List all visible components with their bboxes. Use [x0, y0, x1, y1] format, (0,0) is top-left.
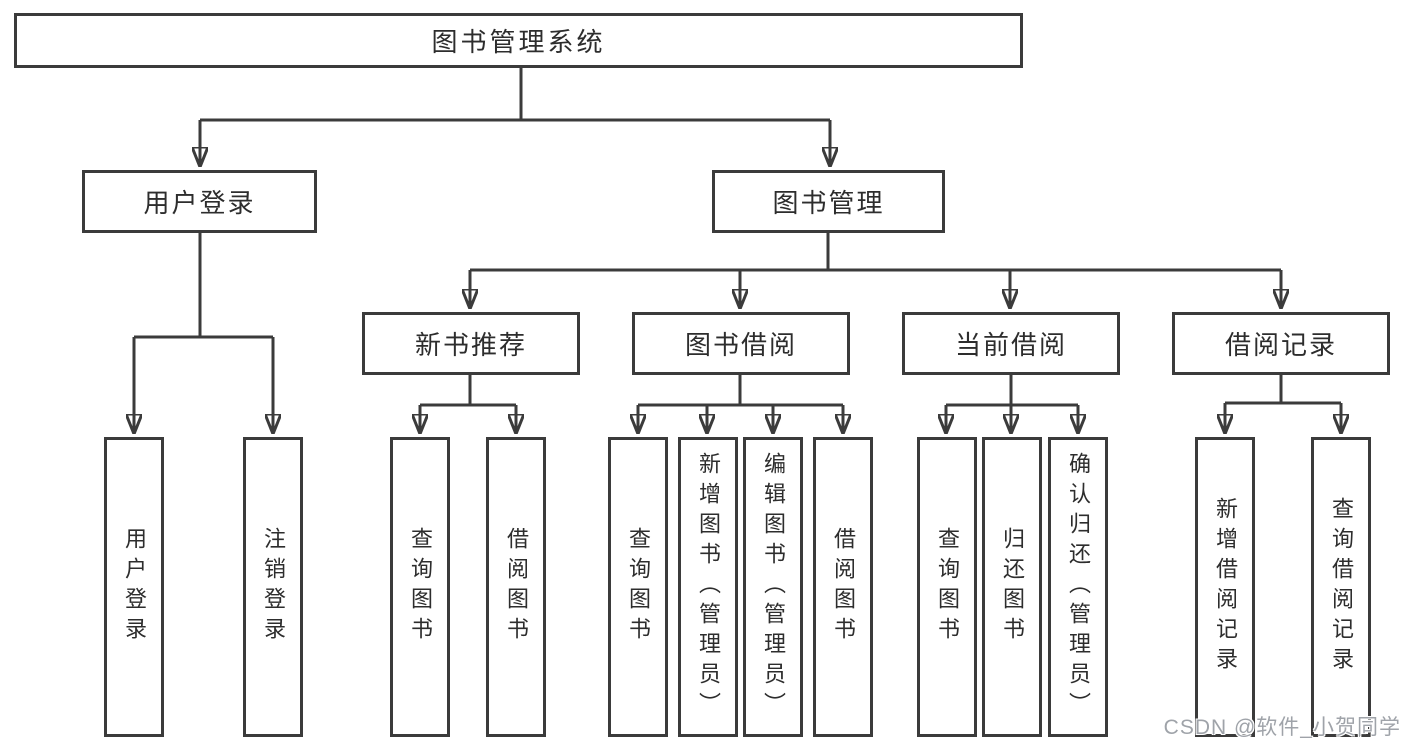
leaf-logout: 注销登录 — [243, 437, 303, 737]
leaf-cb-query-books-label: 查询图书 — [935, 527, 960, 647]
leaf-br-add-record: 新增借阅记录 — [1195, 437, 1255, 737]
leaf-br-add-record-label: 新增借阅记录 — [1213, 497, 1238, 677]
node-book-mgmt: 图书管理 — [712, 170, 945, 233]
node-new-books: 新书推荐 — [362, 312, 580, 375]
leaf-nb-query-books: 查询图书 — [390, 437, 450, 737]
leaf-br-query-record-label: 查询借阅记录 — [1329, 497, 1354, 677]
leaf-cb-return-books: 归还图书 — [982, 437, 1042, 737]
node-book-mgmt-label: 图书管理 — [772, 188, 885, 218]
leaf-nb-query-books-label: 查询图书 — [408, 527, 433, 647]
node-current-borrow-label: 当前借阅 — [954, 330, 1067, 360]
connector-current-borrow-trunk — [946, 375, 1078, 407]
leaf-logout-label: 注销登录 — [261, 527, 286, 647]
connector-user-login-trunk — [134, 233, 273, 339]
node-current-borrow: 当前借阅 — [902, 312, 1120, 375]
leaf-nb-borrow-books-label: 借阅图书 — [504, 527, 529, 647]
leaf-bb-query-books: 查询图书 — [608, 437, 668, 737]
leaf-cb-confirm-return-admin: 确认归还（管理员） — [1048, 437, 1108, 737]
leaf-bb-borrow-books: 借阅图书 — [813, 437, 873, 737]
connector-borrow-records-trunk — [1225, 375, 1341, 405]
connector-book-mgmt-trunk — [470, 233, 1281, 272]
leaf-user-login-label: 用户登录 — [122, 527, 147, 647]
node-user-login: 用户登录 — [82, 170, 317, 233]
node-book-borrow-label: 图书借阅 — [684, 330, 797, 360]
csdn-watermark: CSDN @软件_小贺同学 — [1163, 716, 1401, 739]
leaf-nb-borrow-books: 借阅图书 — [486, 437, 546, 737]
node-book-borrow: 图书借阅 — [632, 312, 850, 375]
node-borrow-records-label: 借阅记录 — [1224, 330, 1337, 360]
leaf-bb-query-books-label: 查询图书 — [626, 527, 651, 647]
node-new-books-label: 新书推荐 — [414, 330, 527, 360]
leaf-cb-return-books-label: 归还图书 — [1000, 527, 1025, 647]
leaf-bb-add-books-admin: 新增图书（管理员） — [678, 437, 738, 737]
connector-new-books-trunk — [420, 375, 516, 407]
leaf-user-login: 用户登录 — [104, 437, 164, 737]
node-root-label: 图书管理系统 — [431, 27, 606, 57]
connector-root-trunk — [200, 68, 830, 122]
node-user-login-label: 用户登录 — [143, 188, 256, 218]
connector-book-borrow-trunk — [638, 375, 843, 407]
leaf-br-query-record: 查询借阅记录 — [1311, 437, 1371, 737]
leaf-bb-borrow-books-label: 借阅图书 — [831, 527, 856, 647]
node-root: 图书管理系统 — [14, 13, 1023, 68]
leaf-bb-edit-books-admin: 编辑图书（管理员） — [743, 437, 803, 737]
leaf-bb-add-books-admin-label: 新增图书（管理员） — [696, 452, 721, 722]
leaf-cb-query-books: 查询图书 — [917, 437, 977, 737]
leaf-bb-edit-books-admin-label: 编辑图书（管理员） — [761, 452, 786, 722]
leaf-cb-confirm-return-admin-label: 确认归还（管理员） — [1066, 452, 1091, 722]
node-borrow-records: 借阅记录 — [1172, 312, 1390, 375]
